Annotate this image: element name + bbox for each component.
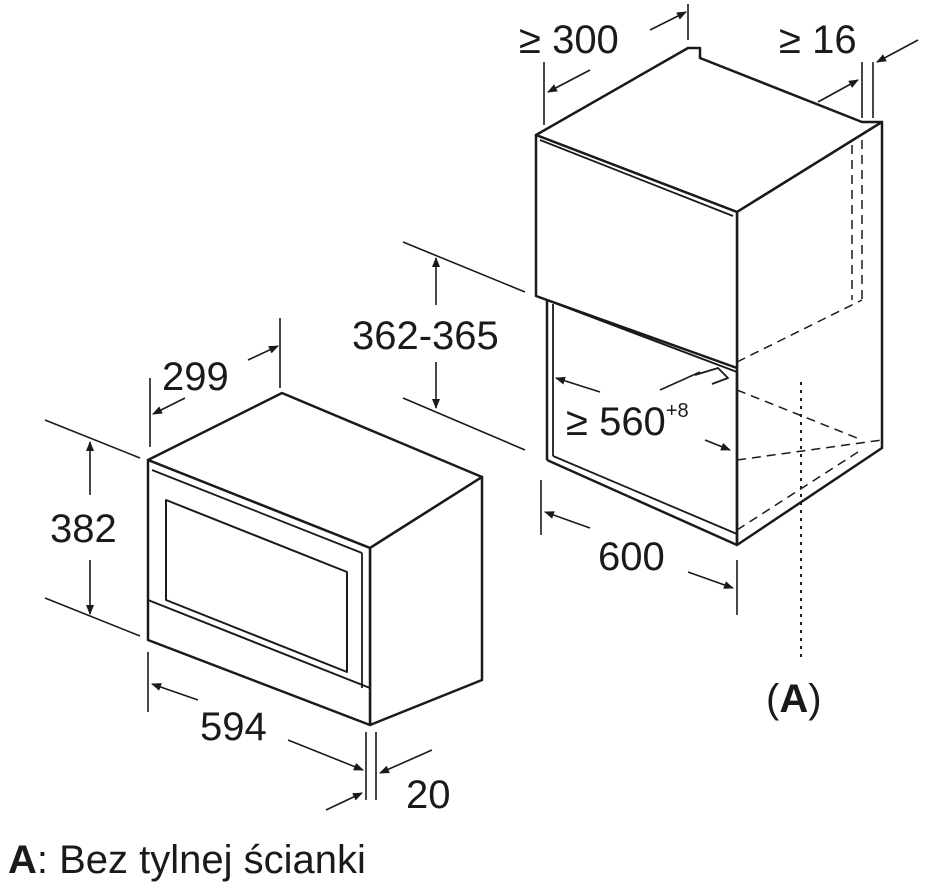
dim-382-label: 382 <box>50 507 117 551</box>
oven-control-strip <box>147 599 371 689</box>
arrow-300-right <box>649 11 687 31</box>
dim-594-label: 594 <box>200 705 267 749</box>
arrow-560-left <box>555 376 601 393</box>
dim-16-label: ≥ 16 <box>779 18 857 62</box>
callout-a-label: (A) <box>766 677 822 721</box>
callout-a-open-paren: ( <box>766 677 780 721</box>
ext-382-top <box>44 419 141 459</box>
arrow-299-right <box>247 345 279 361</box>
oven-drawing <box>146 391 484 727</box>
arrow-16-right <box>817 79 859 103</box>
dim-300-label: ≥ 300 <box>519 18 619 62</box>
ext-362-top <box>402 241 526 293</box>
cabinet-niche-shelf <box>535 295 738 373</box>
dim-600-label: 600 <box>598 535 665 579</box>
cabinet-hidden-lines <box>736 140 883 531</box>
arrow-299-left <box>152 397 186 415</box>
ext-362-bottom <box>402 397 526 451</box>
oven-window <box>165 499 348 673</box>
callout-a-close-paren: ) <box>808 677 821 721</box>
lead-560-shelf <box>659 371 701 391</box>
hidden-floor-diag <box>736 439 883 461</box>
hidden-floor-back <box>736 389 863 441</box>
arrow-16-left <box>876 39 919 63</box>
arrow-560-right <box>704 439 731 451</box>
arrow-594-left <box>151 683 199 701</box>
ext-382-bottom <box>44 597 141 637</box>
hidden-back-lower <box>736 451 859 531</box>
arrow-600-left <box>544 511 591 529</box>
cabinet-base-inner <box>552 455 738 535</box>
cabinet-shelf-lip <box>694 367 729 385</box>
arrow-594-right <box>287 739 364 771</box>
cabinet-upper-front <box>534 133 739 370</box>
hidden-inner-shelf <box>736 299 863 363</box>
legend-text: : Bez tylnej ścianki <box>36 838 366 882</box>
cabinet-dimension-lines <box>402 4 919 615</box>
legend-key: A <box>8 838 37 882</box>
arrow-600-right <box>687 571 734 589</box>
oven-dimension-lines <box>44 318 433 811</box>
callout-a-letter: A <box>779 677 808 721</box>
dim-362-365-label: 362-365 <box>352 314 499 358</box>
arrow-300-left <box>547 69 591 93</box>
cabinet-base <box>546 458 738 547</box>
dim-560-tolerance: +8 <box>666 400 689 422</box>
dim-560-value: ≥ 560 <box>566 400 666 444</box>
dim-20-label: 20 <box>406 773 451 817</box>
oven-door-frame <box>151 469 363 554</box>
legend-caption: A: Bez tylnej ścianki <box>8 838 366 883</box>
cabinet-drawing <box>534 46 884 547</box>
arrow-20-left <box>325 792 363 811</box>
arrow-20-right <box>379 749 433 774</box>
dim-560-label: ≥ 560+8 <box>566 400 689 444</box>
dim-299-label: 299 <box>162 355 229 399</box>
cabinet-top-front-edge <box>539 139 734 217</box>
